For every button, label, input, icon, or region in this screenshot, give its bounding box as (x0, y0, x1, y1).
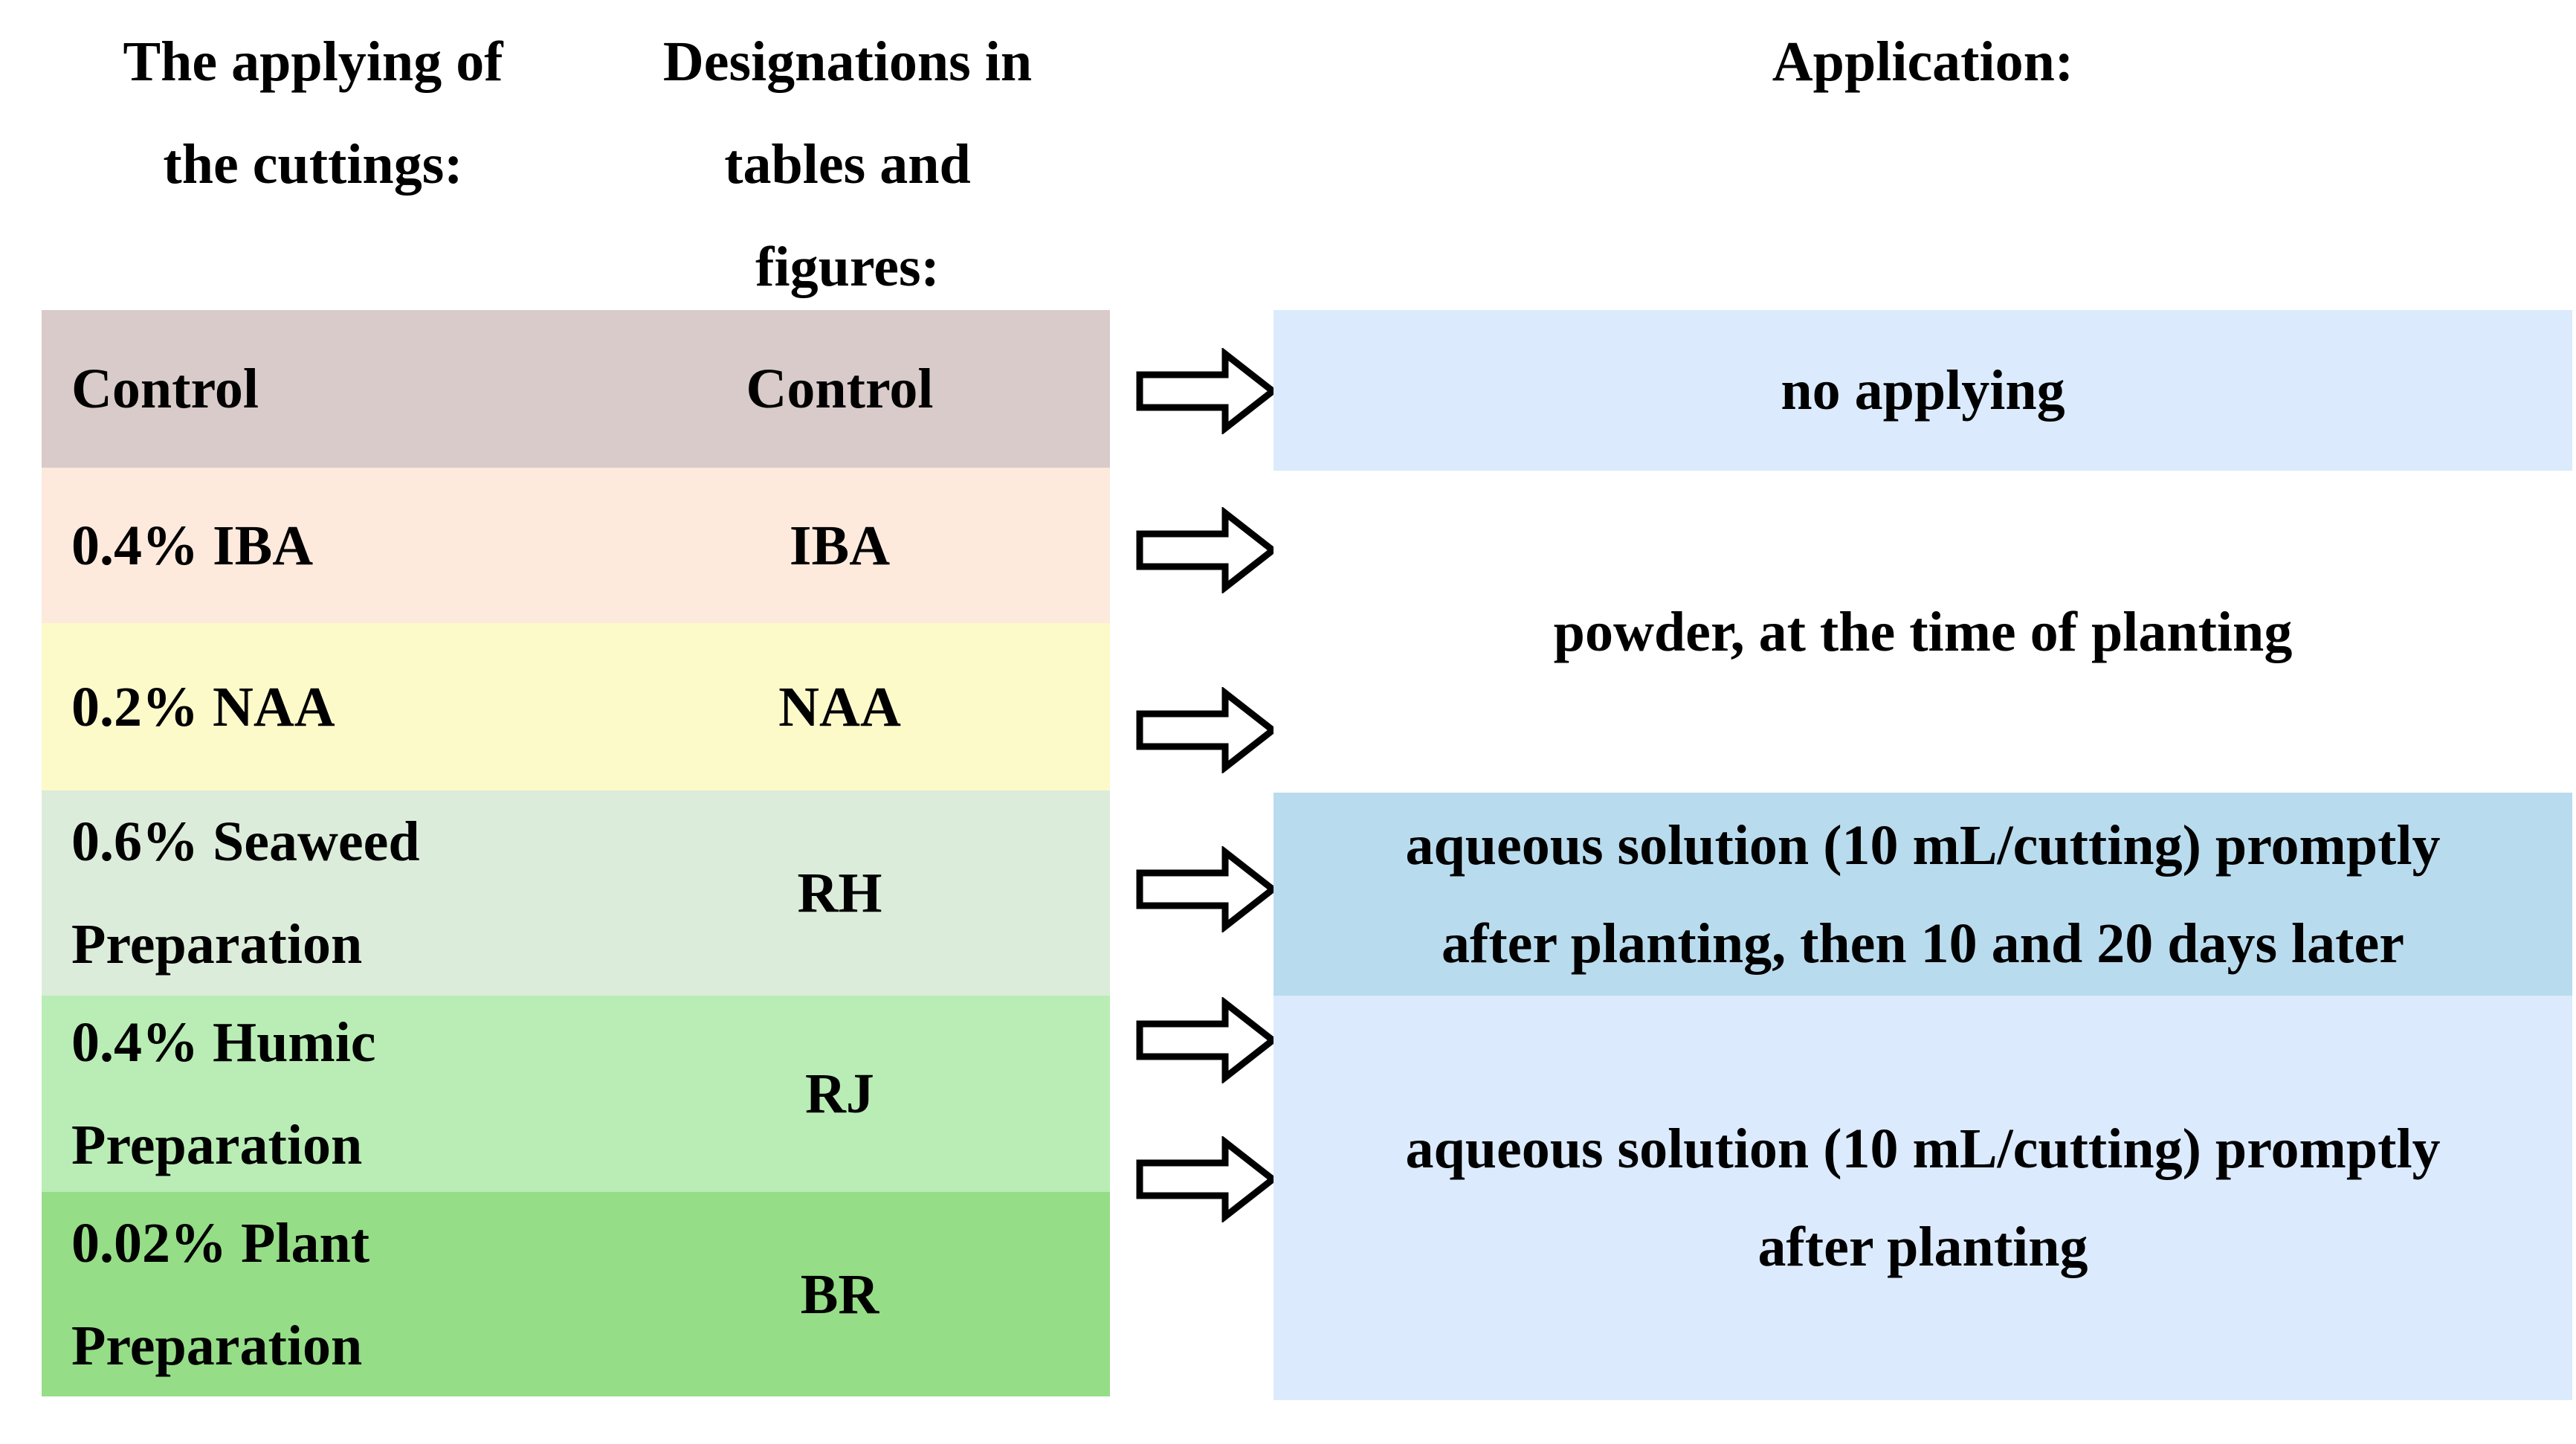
table-row-humic: 0.4% Humic Preparation RJ (42, 996, 1110, 1192)
application-box-solution-rj-br: aqueous solution (10 mL/cutting) promptl… (1274, 996, 2572, 1400)
right-arrow-icon (1136, 687, 1277, 773)
application-zone-powder: powder, at the time of planting (1274, 471, 2572, 793)
treatment-column-header: The applying of the cuttings: (42, 10, 584, 216)
table-row-seaweed: 0.6% Seaweed Preparation RH (42, 790, 1110, 996)
right-arrow-icon (1136, 348, 1277, 434)
designation-column-header-line: tables and (724, 133, 971, 196)
treatment-label: Control (42, 338, 569, 440)
designation-column-header-line: figures: (755, 236, 940, 298)
designation-label: NAA (778, 675, 901, 738)
treatment-label-line: Preparation (71, 913, 363, 976)
treatment-label-line: 0.4% IBA (71, 514, 314, 577)
application-box-no-applying: no applying (1274, 310, 2572, 471)
treatment-label: 0.02% Plant Preparation (42, 1192, 569, 1397)
treatment-label: 0.2% NAA (42, 656, 569, 758)
treatment-label: 0.6% Seaweed Preparation (42, 790, 569, 996)
designation-label: BR (800, 1263, 879, 1326)
application-text-line: after planting (1757, 1216, 2088, 1278)
treatment-label-line: 0.2% NAA (71, 675, 335, 738)
treatment-label: 0.4% IBA (42, 494, 569, 597)
designation-label: Control (746, 358, 934, 420)
treatment-label-line: Preparation (71, 1114, 363, 1176)
treatment-label: 0.4% Humic Preparation (42, 991, 569, 1196)
application-box-solution-rh: aqueous solution (10 mL/cutting) promptl… (1274, 793, 2572, 996)
treatment-column-header-line: the cuttings: (163, 133, 463, 196)
treatment-label-line: 0.4% Humic (71, 1011, 376, 1074)
application-text: no applying (1781, 359, 2065, 422)
table-row-plant: 0.02% Plant Preparation BR (42, 1192, 1110, 1396)
application-text: powder, at the time of planting (1553, 600, 2293, 663)
designation-label: RJ (805, 1063, 874, 1125)
designation-label: IBA (789, 514, 891, 577)
right-arrow-icon (1136, 997, 1277, 1083)
table-row-control: Control Control (42, 310, 1110, 468)
application-column-header: Application: (1772, 30, 2074, 93)
treatment-label-line: 0.02% Plant (71, 1211, 370, 1274)
right-arrow-icon (1136, 507, 1277, 593)
application-text-line: aqueous solution (10 mL/cutting) promptl… (1405, 1118, 2441, 1180)
designation-column-header: Designations in tables and figures: (580, 10, 1115, 318)
right-arrow-icon (1136, 846, 1277, 932)
application-text-line: aqueous solution (10 mL/cutting) promptl… (1405, 813, 2441, 877)
table-row-iba: 0.4% IBA IBA (42, 468, 1110, 623)
treatment-label-line: Preparation (71, 1314, 363, 1377)
application-text-line: after planting, then 10 and 20 days late… (1442, 912, 2404, 975)
treatment-label-line: 0.6% Seaweed (71, 810, 420, 873)
table-row-naa: 0.2% NAA NAA (42, 623, 1110, 790)
right-arrow-icon (1136, 1136, 1277, 1222)
treatment-column-header-line: The applying of (123, 30, 503, 93)
designation-label: RH (797, 862, 882, 924)
treatment-label-line: Control (71, 358, 259, 420)
designation-column-header-line: Designations in (662, 30, 1033, 93)
